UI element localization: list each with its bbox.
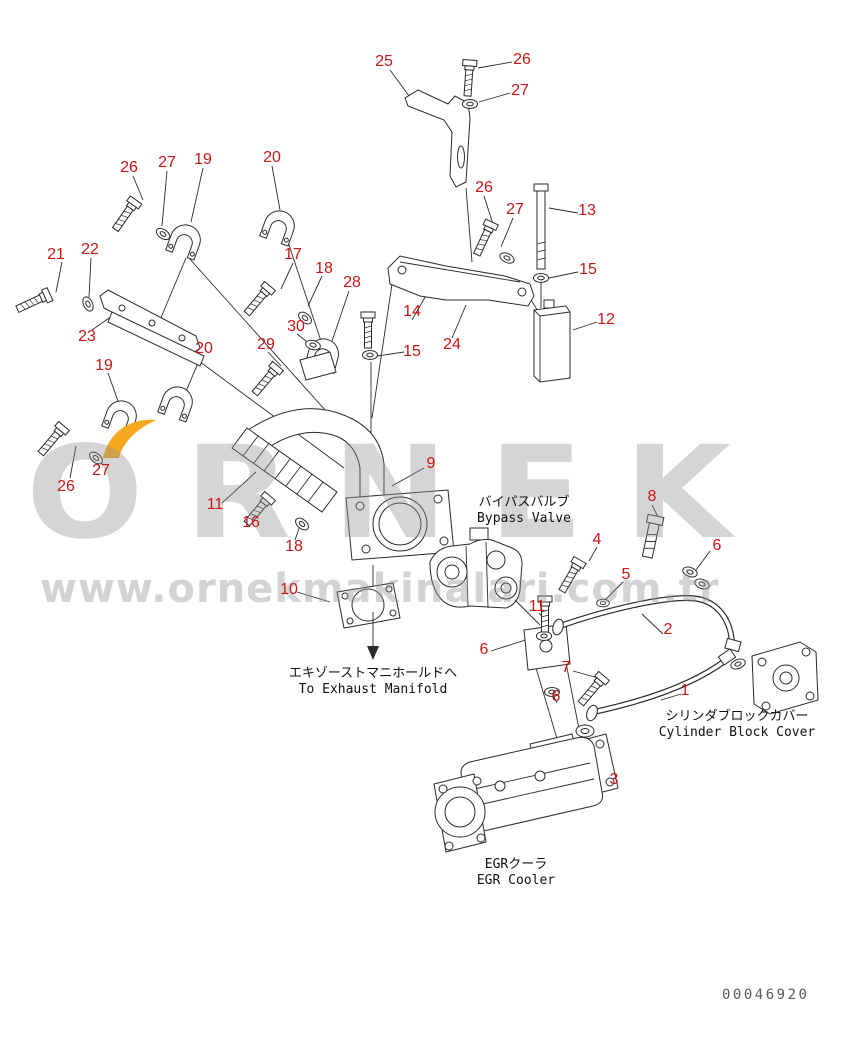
doc-number: 00046920 [722,987,810,1003]
leader-lines [55,61,711,774]
exhaust-direction-arrow [367,612,379,660]
bolt-8 [641,513,665,559]
spacer-block-drawing [533,299,571,383]
outlet-flange-drawing [345,489,455,561]
gasket-drawing [336,582,401,629]
construction-lines [130,187,582,743]
tubes-drawing [552,594,742,738]
cylinder-block-cover-drawing [728,641,819,715]
long-bolt-13 [533,183,549,270]
bypass-valve-drawing [429,527,571,671]
support-bracket-drawing [387,255,535,307]
clamp-bar-drawing [99,206,343,437]
fasteners-drawing [13,59,712,709]
upper-bracket-drawing [404,89,471,188]
egr-cooler-drawing [433,733,619,853]
